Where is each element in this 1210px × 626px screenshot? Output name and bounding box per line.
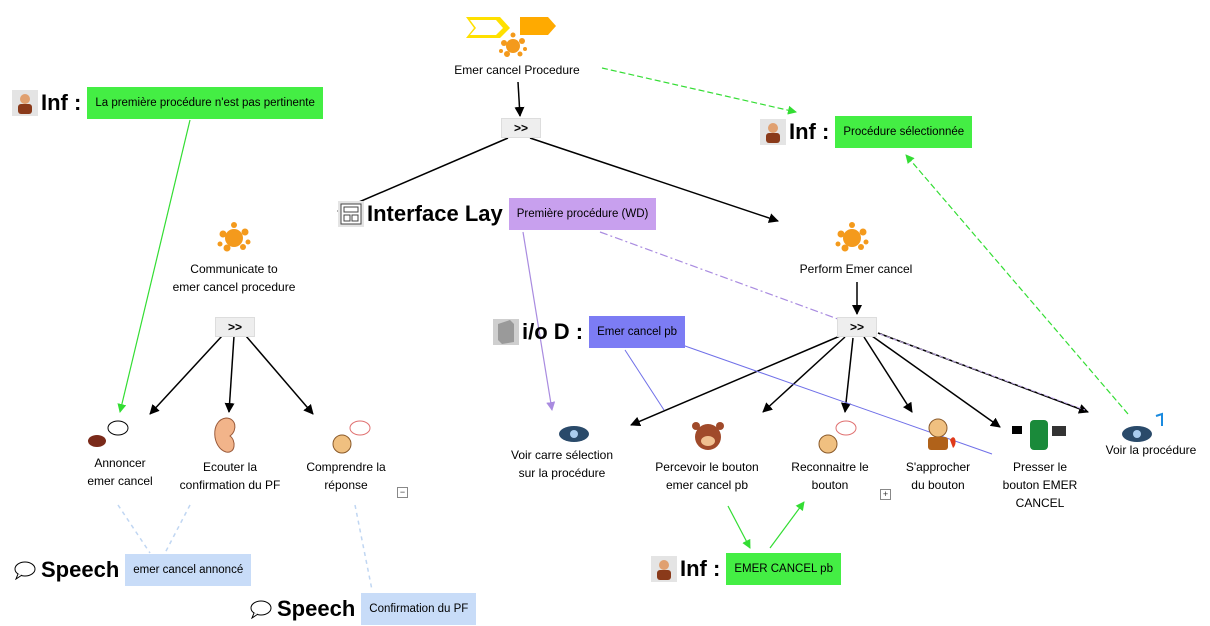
collapse-minus-button[interactable]: − bbox=[397, 487, 408, 498]
flow-comprendre-to-speech2 bbox=[354, 504, 373, 591]
speech-object-first[interactable]: Speech emer cancel annoncé bbox=[12, 553, 252, 587]
device-object[interactable]: i/o D : Emer cancel pb bbox=[493, 315, 686, 349]
splash-icon bbox=[835, 222, 869, 252]
edge-rightop-to-approcher bbox=[863, 336, 913, 413]
speech-kind: Speech bbox=[41, 557, 120, 582]
inf-kind: Inf : bbox=[41, 90, 82, 115]
thought-bubble-icon bbox=[818, 420, 857, 454]
inf-kind: Inf : bbox=[680, 556, 721, 581]
device-kind: i/o D : bbox=[522, 319, 584, 344]
inf-object-top-right[interactable]: Inf : Procédure sélectionnée bbox=[760, 115, 973, 149]
inf-kind: Inf : bbox=[789, 119, 830, 144]
inf-object-top-left[interactable]: Inf : La première procédure n'est pas pe… bbox=[12, 86, 323, 120]
interface-value: Première procédure (WD) bbox=[508, 198, 657, 230]
edge-rightop-to-presser bbox=[871, 335, 1001, 428]
expand-plus-button[interactable]: + bbox=[880, 489, 891, 500]
user-icon bbox=[651, 556, 677, 582]
eye-icon bbox=[559, 426, 589, 442]
device-value: Emer cancel pb bbox=[589, 316, 686, 348]
thought-bubble-icon bbox=[332, 420, 371, 454]
task-ecouter[interactable]: Ecouter la confirmation du PF bbox=[179, 460, 281, 492]
task-communicate[interactable]: Communicate to emer cancel procedure bbox=[172, 262, 296, 294]
interface-layout-icon bbox=[338, 201, 364, 227]
press-icon bbox=[1012, 420, 1066, 450]
flow-inf-to-annoncer bbox=[117, 119, 191, 413]
hierarchy-edges bbox=[149, 81, 1089, 428]
root-task-label[interactable]: Emer cancel Procedure bbox=[454, 63, 580, 77]
info-flow-edges bbox=[117, 67, 1129, 549]
speech-bubble-icon bbox=[12, 557, 38, 583]
interface-kind: Interface Lay bbox=[367, 201, 503, 226]
task-voir-procedure[interactable]: Voir la procédure bbox=[1105, 443, 1197, 457]
approach-icon bbox=[928, 418, 956, 450]
operator-sequence-left[interactable]: >> bbox=[215, 317, 255, 337]
edge-leftop-to-comprendre bbox=[245, 335, 314, 415]
task-approcher[interactable]: S'approcher du bouton bbox=[905, 460, 971, 492]
speak-icon bbox=[88, 420, 129, 447]
speech-value: Confirmation du PF bbox=[361, 593, 477, 625]
edge-rightop-to-voircarre bbox=[630, 335, 841, 427]
inf-value: EMER CANCEL pb bbox=[726, 553, 841, 585]
edge-leftop-to-ecouter bbox=[224, 335, 235, 413]
operator-sequence-top[interactable]: >> bbox=[501, 118, 541, 138]
flow-percevoir-to-inf bbox=[727, 505, 751, 549]
interface-object[interactable]: Interface Lay Première procédure (WD) bbox=[338, 197, 657, 231]
splash-icon bbox=[217, 222, 251, 252]
flow-rightop-to-voirproc-lightpurple bbox=[879, 333, 1086, 411]
speech-bubble-icon bbox=[248, 596, 274, 622]
user-icon bbox=[760, 119, 786, 145]
operator-sequence-right[interactable]: >> bbox=[837, 317, 877, 337]
flow-ecouter-to-speech bbox=[164, 504, 191, 554]
speech-flow-edges bbox=[117, 504, 373, 591]
flow-interface-to-rightop bbox=[599, 231, 847, 323]
inf-value: Procédure sélectionnée bbox=[835, 116, 973, 148]
speech-kind: Speech bbox=[277, 596, 356, 621]
task-comprendre[interactable]: Comprendre la réponse bbox=[306, 460, 386, 492]
task-presser[interactable]: Presser le bouton EMER CANCEL bbox=[1002, 460, 1078, 510]
monkey-icon bbox=[692, 422, 724, 450]
edge-rightop-to-percevoir bbox=[762, 336, 846, 413]
task-voir-carre[interactable]: Voir carre sélection sur la procédure bbox=[510, 448, 614, 480]
task-reconnaitre[interactable]: Reconnaitre le bouton bbox=[791, 460, 869, 492]
inf-value: La première procédure n'est pas pertinen… bbox=[87, 87, 323, 119]
user-icon bbox=[12, 90, 38, 116]
edge-root-to-op bbox=[514, 81, 525, 117]
eye-icon bbox=[1122, 412, 1163, 442]
task-percevoir[interactable]: Percevoir le bouton emer cancel pb bbox=[655, 460, 759, 492]
flow-interface-to-voircarre bbox=[522, 231, 556, 411]
inf-object-bottom[interactable]: Inf : EMER CANCEL pb bbox=[651, 552, 841, 586]
edge-leftop-to-annoncer bbox=[149, 335, 223, 415]
speech-value: emer cancel annoncé bbox=[125, 554, 252, 586]
flow-inf-to-reconnaitre bbox=[769, 501, 805, 549]
interactive-task-icon bbox=[466, 17, 556, 57]
task-annoncer[interactable]: Annoncer emer cancel bbox=[87, 456, 153, 488]
flow-annoncer-to-speech bbox=[117, 504, 151, 554]
flow-root-to-procselect bbox=[601, 67, 797, 115]
edge-op-to-interface bbox=[337, 137, 509, 213]
flow-device-to-percevoir bbox=[624, 349, 665, 411]
device-icon bbox=[493, 319, 519, 345]
edge-op-to-perform bbox=[529, 137, 779, 223]
task-perform[interactable]: Perform Emer cancel bbox=[799, 262, 913, 276]
edge-rightop-to-reconnaitre bbox=[840, 337, 854, 413]
speech-object-second[interactable]: Speech Confirmation du PF bbox=[248, 592, 477, 626]
ear-icon bbox=[214, 417, 236, 453]
flow-voirproc-to-procselect bbox=[905, 154, 1129, 415]
